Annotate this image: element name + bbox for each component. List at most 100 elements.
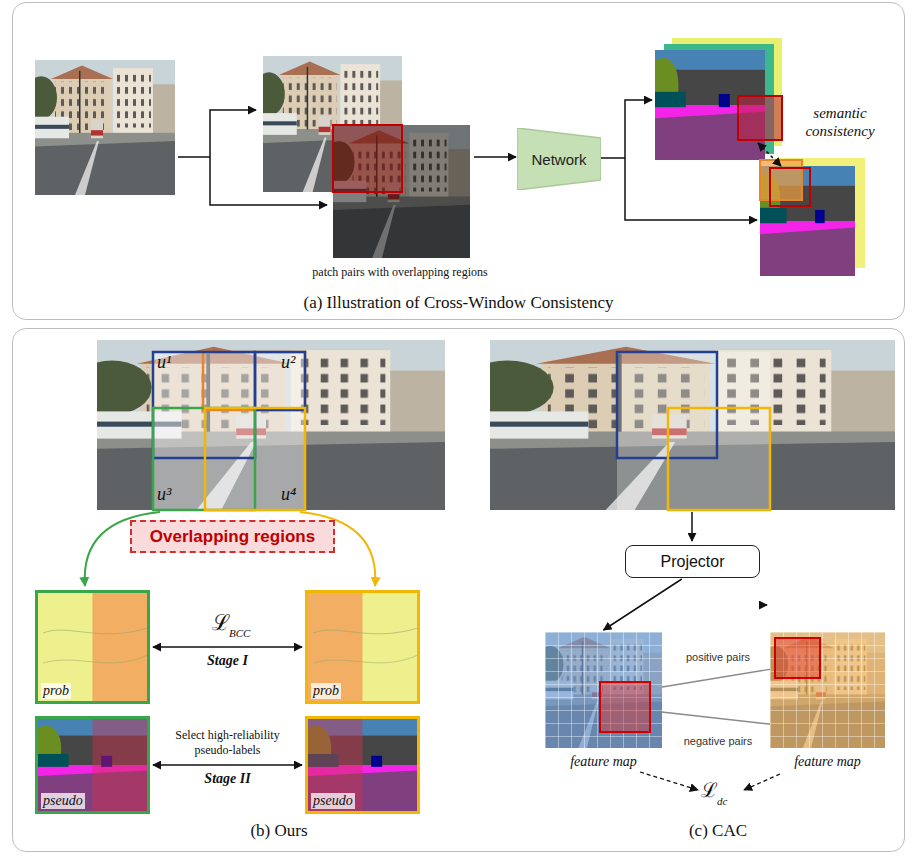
window-box: [205, 408, 305, 510]
overlap-fill: [93, 593, 148, 701]
patch-tag: pseudo: [311, 793, 355, 809]
stage-label: Stage I: [204, 653, 251, 668]
label-holder: u³: [157, 484, 171, 505]
street-photo: [461, 340, 895, 510]
overlap-fill: [308, 719, 363, 811]
texture-line: [313, 628, 417, 634]
connector-arrow: [153, 646, 302, 648]
window-name: u³: [157, 484, 171, 504]
callout-text: Overlapping regions: [150, 527, 315, 547]
texture-line: [43, 628, 147, 634]
map-caption: feature map: [570, 754, 637, 770]
probability-patch: prob: [35, 590, 150, 704]
probability-patch: prob: [305, 590, 420, 704]
feature-map: feature map: [545, 632, 662, 770]
feature-tint: [545, 632, 662, 748]
patch-photo: [323, 125, 470, 258]
loss-symbol: ℒ: [701, 778, 718, 802]
annotation: semantic consistency: [805, 105, 874, 139]
texture-line: [313, 655, 417, 663]
stage-label: Stage II: [201, 771, 253, 786]
label-holder: u²: [281, 352, 295, 373]
grid-lines: [545, 632, 662, 748]
pair-label: negative pairs: [684, 735, 753, 747]
segmentation-map: [38, 719, 147, 811]
overlap-fill: [93, 719, 148, 811]
patch-shade: [333, 125, 470, 258]
label-holder: BCC: [229, 623, 250, 641]
loss-arrow: [744, 774, 780, 790]
panel-caption: (b) Ours: [250, 821, 307, 840]
arrow-line: [691, 512, 693, 541]
block-label: Projector: [660, 553, 724, 571]
pseudo-label-patch: pseudo: [305, 716, 420, 814]
pair-square: [600, 682, 650, 732]
feature-grid: [770, 632, 885, 748]
network-block: Network: [517, 128, 601, 190]
annotation: Select high-reliability pseudo-labels: [175, 728, 279, 757]
loss-subscript: BCC: [229, 627, 250, 639]
grid-lines: [770, 632, 885, 748]
connector-arrow: [763, 604, 767, 606]
window-highlight: [617, 352, 770, 510]
street-photo: [25, 60, 175, 195]
panel-caption: (a) Illustration of Cross-Window Consist…: [304, 293, 614, 312]
panel: (b) Ours (c) CAC Overlapping regions prob pr…: [12, 328, 905, 852]
label-holder: ℒ: [701, 776, 718, 803]
map-caption: feature map: [794, 754, 861, 770]
patch-tag: prob: [41, 683, 71, 699]
pair-arrow: [644, 666, 790, 690]
feature-tint: [770, 632, 885, 748]
arrow-line: [600, 157, 625, 159]
projector-box: Projector: [625, 545, 760, 578]
segmentation-map: [308, 719, 417, 811]
label-holder: patch pairs with overlapping regions: [300, 262, 500, 280]
patch-photo: [253, 56, 402, 192]
feature-map: feature map: [770, 632, 885, 770]
pair-square: [775, 638, 820, 678]
patch-tag: pseudo: [41, 793, 85, 809]
window-name: u⁴: [281, 484, 296, 504]
patch-tag: prob: [311, 683, 341, 699]
label-holder: positive pairs: [666, 647, 770, 665]
trapezoid-outline: [517, 128, 601, 190]
arrow-line: [474, 156, 516, 158]
arrow-line: [625, 100, 652, 158]
window-highlight: [153, 352, 305, 510]
caption-holder: (b) Ours: [179, 821, 379, 841]
loss-subscript: dc: [717, 795, 727, 807]
callout-box: Overlapping regions: [130, 520, 335, 553]
label-holder: semantic consistency: [788, 104, 892, 140]
pseudo-label-patch: pseudo: [35, 716, 150, 814]
overlap-square: [738, 96, 782, 140]
loss-arrow: [640, 772, 698, 790]
feature-grid: [545, 632, 662, 748]
panel-caption: (c) CAC: [689, 821, 747, 840]
arrow-line: [178, 156, 210, 158]
overlap-fill: [308, 593, 363, 701]
connector-arrow: [604, 579, 682, 630]
window-box: [668, 408, 770, 510]
patch-fill: [38, 593, 147, 701]
label-holder: u⁴: [281, 484, 296, 505]
label-holder: dc: [717, 791, 727, 809]
label-holder: negative pairs: [666, 731, 770, 749]
arrow-line: [210, 110, 256, 157]
street-photo: [545, 632, 662, 748]
texture-line: [43, 655, 147, 663]
connector-group: [153, 579, 767, 765]
street-photo: [72, 340, 445, 510]
edge-label-holder: Stage I: [168, 651, 288, 669]
label-holder: Select high-reliability pseudo-labels: [160, 727, 295, 757]
loss-symbol: ℒ: [212, 610, 230, 635]
window-name: u¹: [157, 352, 171, 372]
window-box: [255, 352, 305, 410]
window-box: [203, 352, 305, 410]
connector-arrow: [153, 764, 302, 766]
label-holder: u¹: [157, 352, 171, 373]
edge-label-holder: Stage II: [168, 769, 288, 787]
pair-label: positive pairs: [686, 651, 750, 663]
consistency-arrow: [758, 143, 781, 166]
